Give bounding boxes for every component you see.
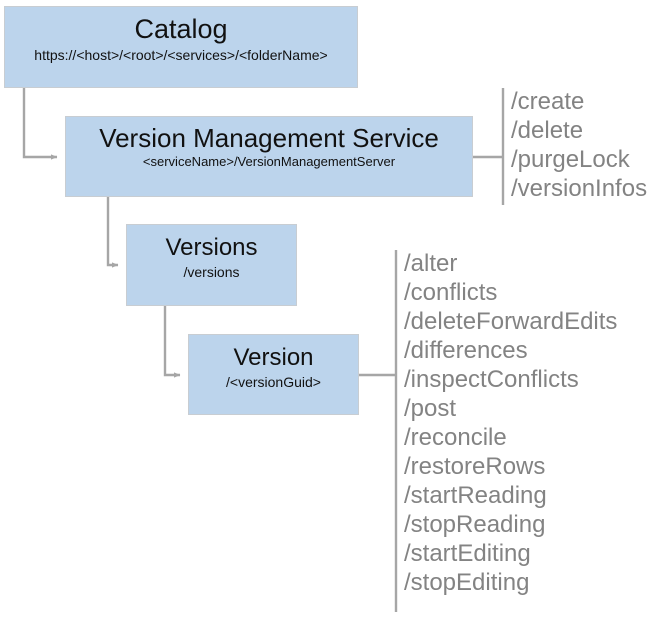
operation-item[interactable]: /restoreRows	[404, 453, 546, 480]
operation-item[interactable]: /differences	[404, 337, 528, 364]
operation-item[interactable]: /stopEditing	[404, 569, 530, 596]
node-version-management-service-title: Version Management Service	[99, 123, 439, 153]
node-versions-title: Versions	[165, 234, 258, 261]
operation-item[interactable]: /alter	[404, 250, 458, 277]
operation-item[interactable]: /deleteForwardEdits	[404, 308, 618, 335]
node-version-title: Version	[233, 344, 314, 371]
operation-item[interactable]: /post	[404, 395, 457, 422]
operation-item[interactable]: /versionInfos	[511, 175, 648, 202]
operation-item[interactable]: /stopReading	[404, 511, 546, 538]
bracket-vms-operations	[473, 88, 505, 205]
operation-item[interactable]: /inspectConflicts	[404, 366, 579, 393]
node-versions-path: /versions	[183, 264, 240, 281]
node-version[interactable]: Version /<versionGuid>	[188, 334, 359, 415]
node-catalog-title: Catalog	[134, 14, 228, 44]
operation-item[interactable]: /create	[511, 88, 585, 115]
operation-item[interactable]: /delete	[511, 117, 584, 144]
operation-item[interactable]: /startEditing	[404, 540, 531, 567]
operation-item[interactable]: /reconcile	[404, 424, 507, 451]
node-version-management-service-path: <serviceName>/VersionManagementServer	[142, 154, 396, 170]
operation-item[interactable]: /conflicts	[404, 279, 498, 306]
connector-versions-to-version	[163, 306, 181, 378]
operation-list-version: /alter/conflicts/deleteForwardEdits/diff…	[404, 250, 617, 598]
operation-item[interactable]: /startReading	[404, 482, 547, 509]
node-catalog-path: https://<host>/<root>/<services>/<folder…	[34, 47, 328, 64]
node-version-path: /<versionGuid>	[226, 374, 321, 391]
connector-vms-to-versions	[106, 197, 119, 268]
node-version-management-service[interactable]: Version Management Service <serviceName>…	[65, 116, 473, 197]
connector-catalog-to-vms	[22, 88, 58, 160]
bracket-version-operations	[359, 250, 398, 612]
node-catalog[interactable]: Catalog https://<host>/<root>/<services>…	[4, 6, 358, 88]
operation-item[interactable]: /purgeLock	[511, 146, 630, 173]
operation-list-version-management-service: /create/delete/purgeLock/versionInfos	[511, 88, 647, 204]
node-versions[interactable]: Versions /versions	[126, 224, 297, 306]
